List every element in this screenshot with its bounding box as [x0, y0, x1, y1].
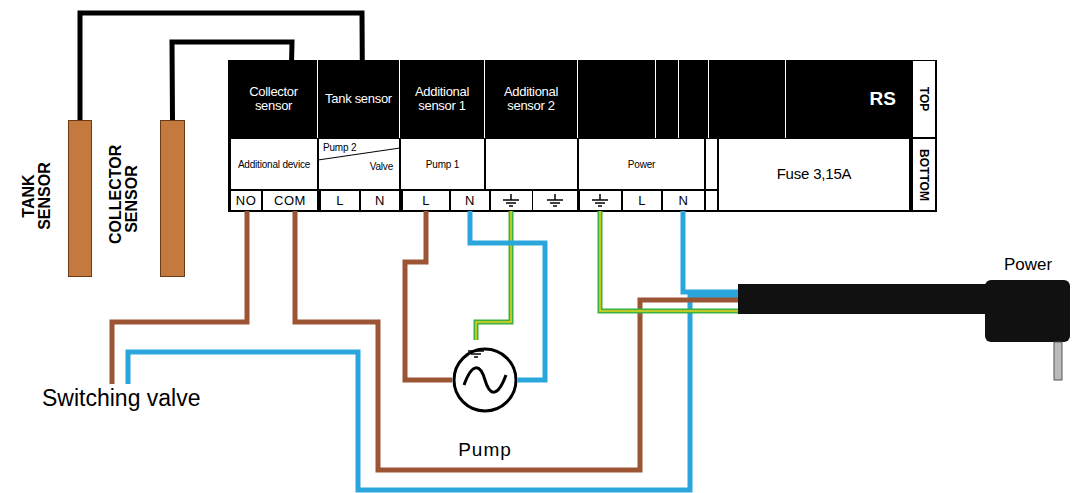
terminal-header: Additional sensor 1 [400, 60, 485, 138]
node-text: N [465, 193, 475, 208]
wire [405, 211, 452, 380]
node-text: NO [236, 193, 257, 208]
terminal-header: Collector sensor [230, 60, 318, 138]
terminal-header: Tank sensor [318, 60, 400, 138]
blank-cell [486, 139, 578, 190]
node-text: TOP [917, 87, 931, 111]
node-text: Tank sensor [325, 92, 392, 106]
blank-terminal [706, 191, 718, 211]
terminal-pin: L [320, 190, 360, 211]
node-text: L [336, 193, 344, 208]
terminal-function: Additional device [230, 138, 318, 190]
node-text: Additional sensor 1 [403, 85, 481, 114]
terminal-pin: COM [262, 190, 318, 211]
blank-cell [706, 139, 718, 190]
cell-separators [656, 60, 786, 138]
terminal-pin: NO [230, 190, 262, 211]
terminal-pin: L [402, 190, 450, 211]
terminal-pin: N [450, 190, 490, 211]
pump-circle [452, 347, 518, 413]
node-text: Power [628, 159, 655, 170]
node-text: Pump 2 [323, 142, 356, 153]
node-text: COLLECTOR SENSOR [108, 154, 140, 244]
component-label: Switching valve [42, 384, 202, 414]
pump-symbol: Pump [452, 347, 518, 413]
model-label: RS [786, 60, 910, 138]
sensor-probe: COLLECTOR SENSOR [160, 120, 185, 277]
node-text: Fuse 3,15A [777, 166, 852, 183]
node-text: Pump [458, 439, 512, 461]
side-label: BOTTOM [912, 138, 936, 211]
side-label: TOP [912, 60, 936, 138]
fuse-cell: Fuse 3,15A [718, 138, 910, 211]
node-text: Collector sensor [233, 85, 314, 114]
component-label: Power [1004, 254, 1084, 276]
ground-terminals [491, 191, 622, 211]
terminal-pin: L [622, 190, 662, 211]
power-cable-plug [738, 280, 1070, 380]
node-text: Additional sensor 2 [488, 85, 574, 114]
terminal-function: Pump 2 Valve [318, 138, 400, 190]
node-text: RS [870, 88, 896, 110]
node-text: L [422, 193, 430, 208]
terminal-block [228, 60, 937, 212]
terminal-header: Additional sensor 2 [485, 60, 578, 138]
terminal-function: Power [578, 138, 705, 190]
sensor-probe: TANK SENSOR [68, 120, 92, 277]
node-text: N [679, 193, 689, 208]
node-text: L [638, 193, 646, 208]
terminal-function: Pump 1 [400, 138, 485, 190]
node-text: Pump 1 [426, 159, 459, 170]
terminal-pin: N [662, 190, 705, 211]
node-text: Valve [370, 161, 393, 172]
node-text: BOTTOM [917, 149, 931, 201]
node-text: Additional device [238, 159, 310, 170]
node-text: COM [274, 193, 306, 208]
terminal-pin: N [360, 190, 400, 211]
node-text: N [375, 193, 385, 208]
node-text: TANK SENSOR [21, 151, 53, 241]
wires [112, 211, 740, 490]
